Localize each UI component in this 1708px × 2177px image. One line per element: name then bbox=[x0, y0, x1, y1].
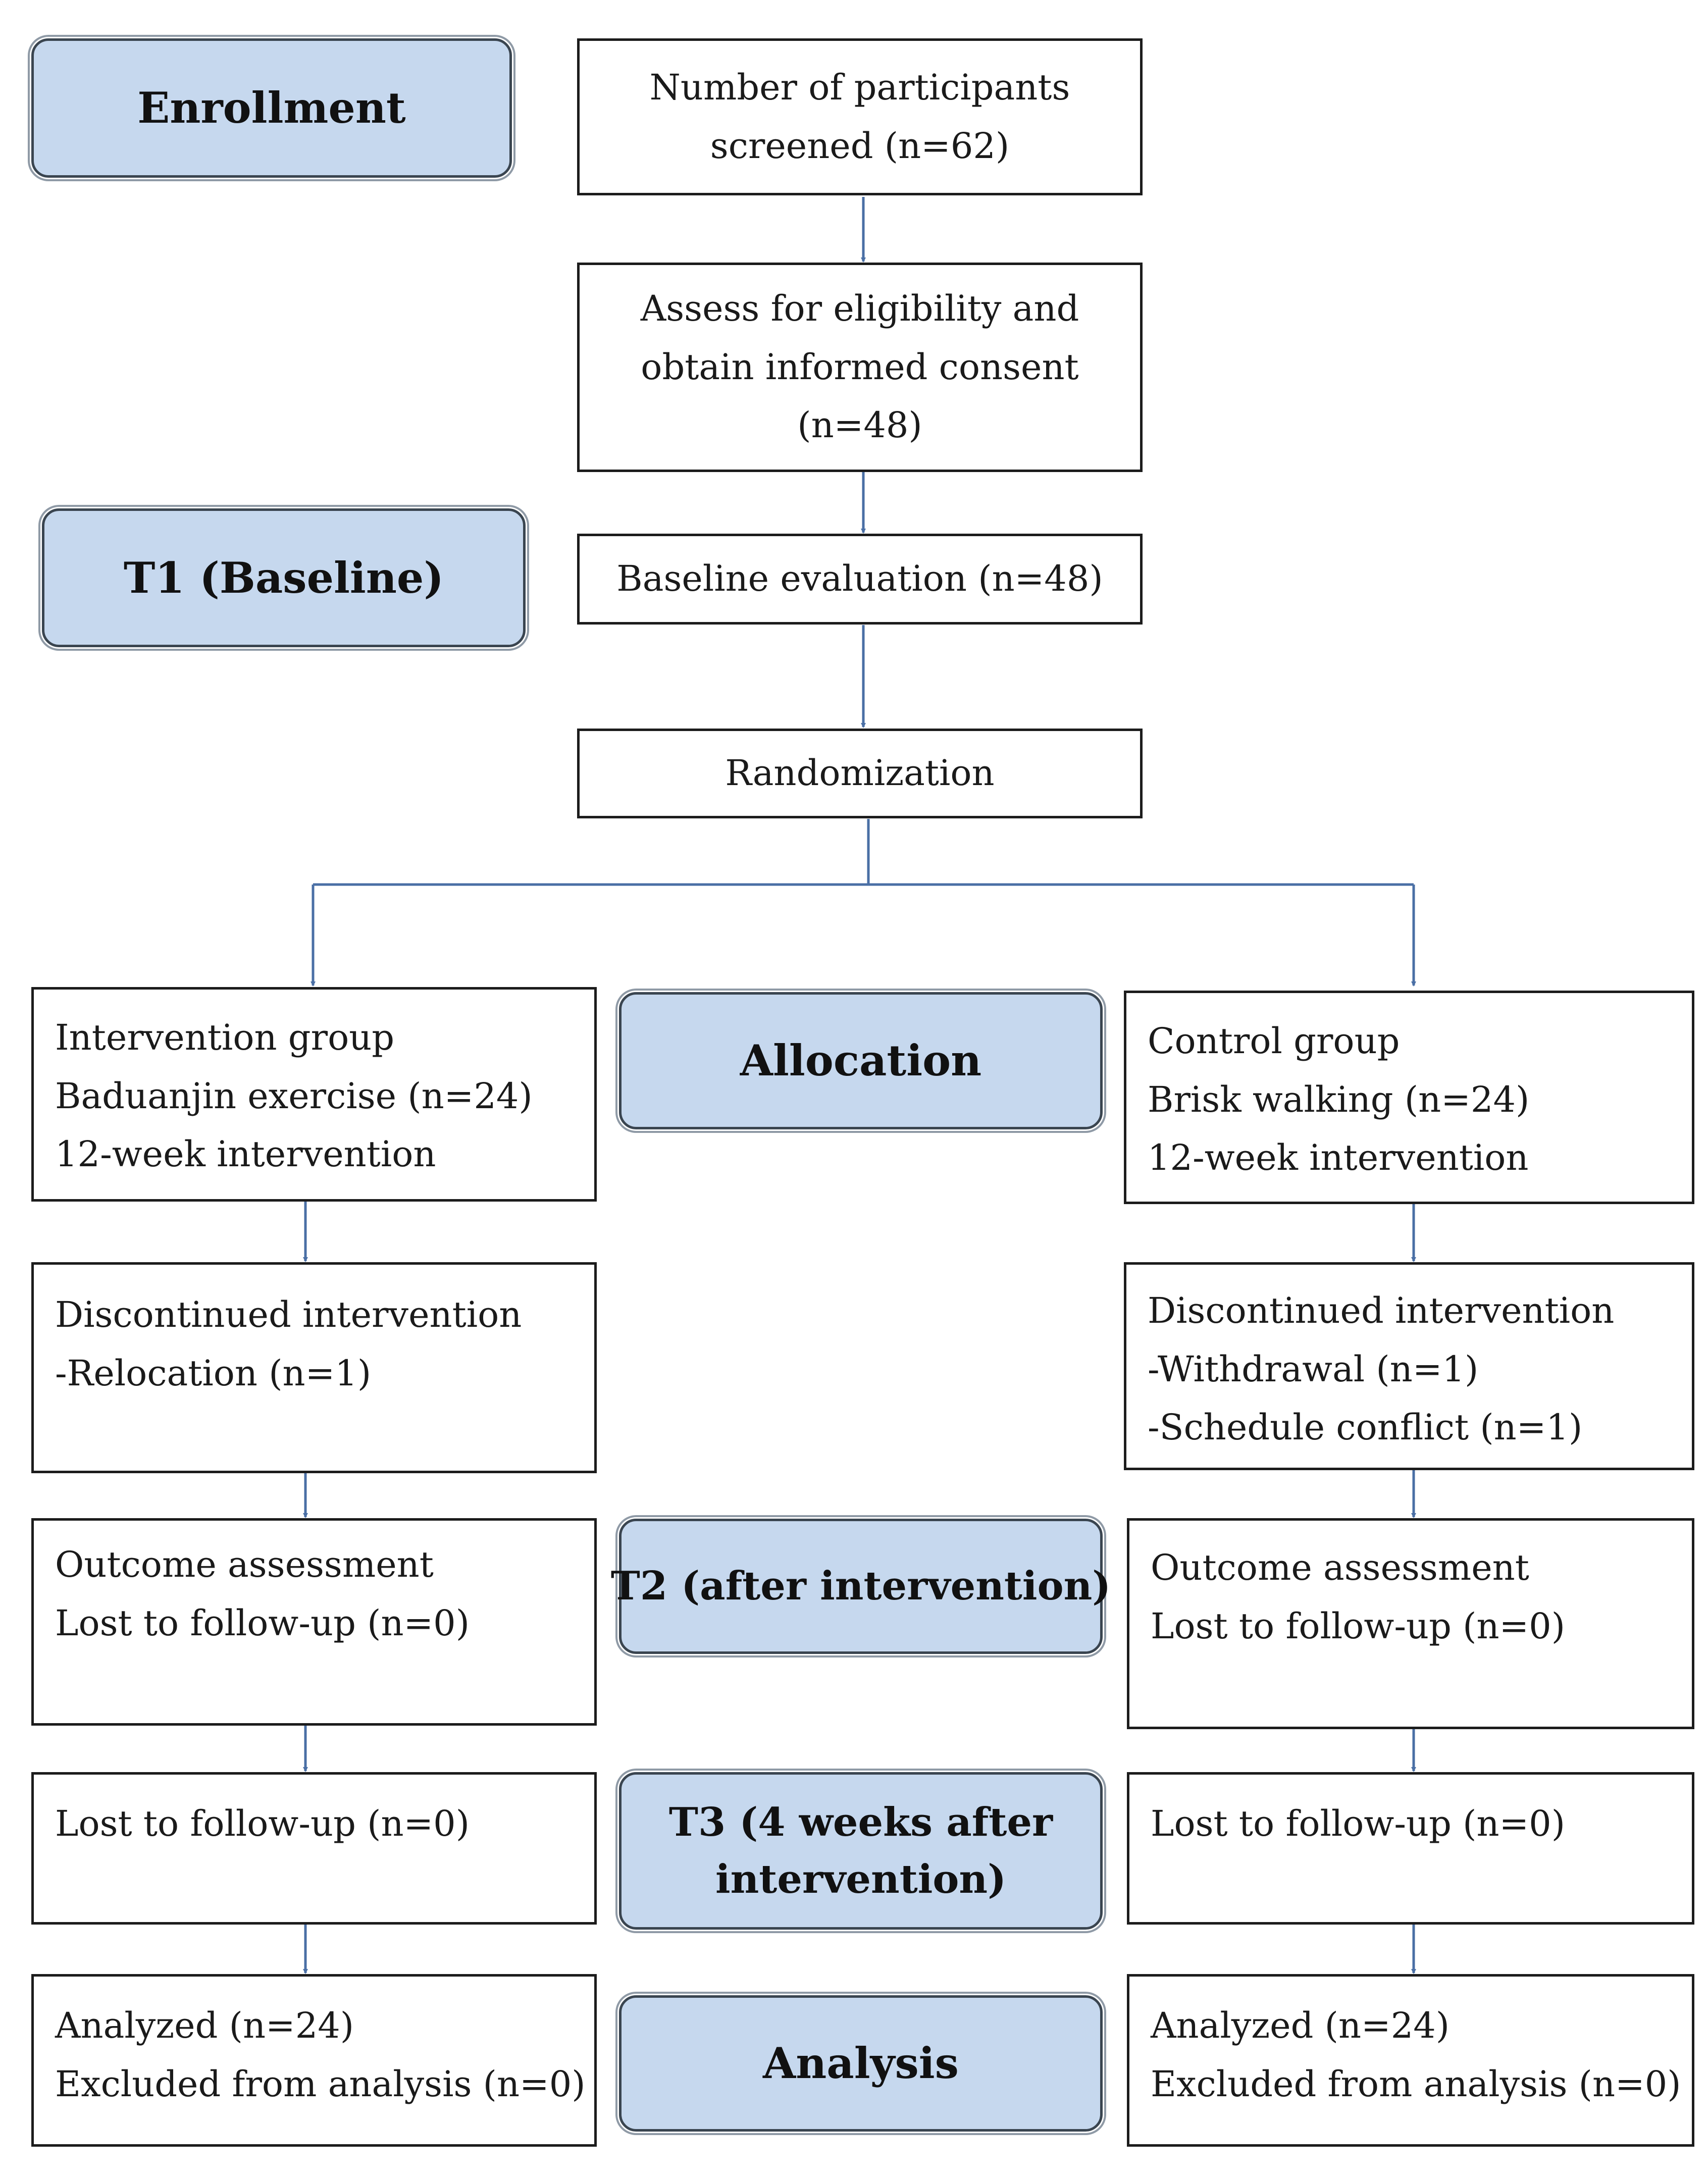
control-analyzed-box: Analyzed (n=24) Excluded from analysis (… bbox=[1127, 1974, 1694, 2147]
stage-t2: T2 (after intervention) bbox=[611, 1519, 1111, 1654]
stage-t3-label-line1: T3 (4 weeks after bbox=[668, 1799, 1053, 1845]
control-discontinued-line2: -Withdrawal (n=1) bbox=[1148, 1348, 1479, 1390]
eligibility-box: Assess for eligibility and obtain inform… bbox=[577, 263, 1143, 472]
intervention-group-line2: Baduanjin exercise (n=24) bbox=[55, 1075, 533, 1117]
stage-analysis-label: Analysis bbox=[763, 2038, 959, 2089]
control-analyzed-line1: Analyzed (n=24) bbox=[1151, 2005, 1450, 2046]
stage-allocation-label: Allocation bbox=[740, 1035, 982, 1086]
intervention-outcome-line2: Lost to follow-up (n=0) bbox=[55, 1602, 470, 1644]
intervention-group-line1: Intervention group bbox=[55, 1017, 395, 1058]
screened-box: Number of participants screened (n=62) bbox=[577, 38, 1143, 195]
intervention-discontinued-line1: Discontinued intervention bbox=[55, 1294, 522, 1335]
intervention-lost-box: Lost to follow-up (n=0) bbox=[31, 1772, 597, 1925]
eligibility-line3: (n=48) bbox=[797, 404, 922, 446]
control-discontinued-line1: Discontinued intervention bbox=[1148, 1290, 1615, 1331]
control-outcome-line1: Outcome assessment bbox=[1151, 1547, 1529, 1588]
stage-t3: T3 (4 weeks after intervention) bbox=[619, 1772, 1103, 1930]
baseline-evaluation-box: Baseline evaluation (n=48) bbox=[577, 534, 1143, 625]
stage-t3-label-line2: intervention) bbox=[715, 1856, 1007, 1902]
intervention-lost-text: Lost to follow-up (n=0) bbox=[55, 1803, 470, 1844]
intervention-analyzed-box: Analyzed (n=24) Excluded from analysis (… bbox=[31, 1974, 597, 2147]
control-group-line3: 12-week intervention bbox=[1148, 1137, 1529, 1178]
stage-baseline-label: T1 (Baseline) bbox=[123, 552, 444, 603]
baseline-evaluation-text: Baseline evaluation (n=48) bbox=[616, 558, 1103, 600]
intervention-outcome-box: Outcome assessment Lost to follow-up (n=… bbox=[31, 1518, 597, 1726]
randomization-box: Randomization bbox=[577, 729, 1143, 818]
stage-t2-label: T2 (after intervention) bbox=[610, 1563, 1111, 1610]
control-lost-box: Lost to follow-up (n=0) bbox=[1127, 1772, 1694, 1925]
stage-analysis: Analysis bbox=[619, 1995, 1103, 2132]
intervention-group-box: Intervention group Baduanjin exercise (n… bbox=[31, 987, 597, 1202]
intervention-outcome-line1: Outcome assessment bbox=[55, 1544, 434, 1585]
eligibility-line1: Assess for eligibility and bbox=[640, 288, 1079, 330]
screened-line2: screened (n=62) bbox=[710, 125, 1010, 167]
intervention-discontinued-box: Discontinued intervention -Relocation (n… bbox=[31, 1262, 597, 1473]
stage-enrollment-label: Enrollment bbox=[137, 83, 406, 133]
intervention-group-line3: 12-week intervention bbox=[55, 1133, 436, 1175]
stage-enrollment: Enrollment bbox=[31, 38, 512, 178]
intervention-discontinued-line2: -Relocation (n=1) bbox=[55, 1352, 372, 1394]
intervention-analyzed-line1: Analyzed (n=24) bbox=[55, 2005, 354, 2046]
control-outcome-line2: Lost to follow-up (n=0) bbox=[1151, 1605, 1566, 1647]
stage-baseline: T1 (Baseline) bbox=[42, 508, 526, 647]
control-lost-text: Lost to follow-up (n=0) bbox=[1151, 1803, 1566, 1844]
control-outcome-box: Outcome assessment Lost to follow-up (n=… bbox=[1127, 1518, 1694, 1729]
intervention-analyzed-line2: Excluded from analysis (n=0) bbox=[55, 2063, 586, 2105]
eligibility-line2: obtain informed consent bbox=[641, 346, 1079, 388]
screened-line1: Number of participants bbox=[649, 67, 1070, 108]
control-group-line1: Control group bbox=[1148, 1020, 1400, 1062]
control-group-box: Control group Brisk walking (n=24) 12-we… bbox=[1124, 991, 1694, 1204]
control-discontinued-box: Discontinued intervention -Withdrawal (n… bbox=[1124, 1262, 1694, 1470]
control-analyzed-line2: Excluded from analysis (n=0) bbox=[1151, 2063, 1681, 2105]
randomization-text: Randomization bbox=[725, 752, 995, 794]
control-discontinued-line3: -Schedule conflict (n=1) bbox=[1148, 1407, 1583, 1448]
stage-allocation: Allocation bbox=[619, 992, 1103, 1129]
control-group-line2: Brisk walking (n=24) bbox=[1148, 1078, 1530, 1120]
